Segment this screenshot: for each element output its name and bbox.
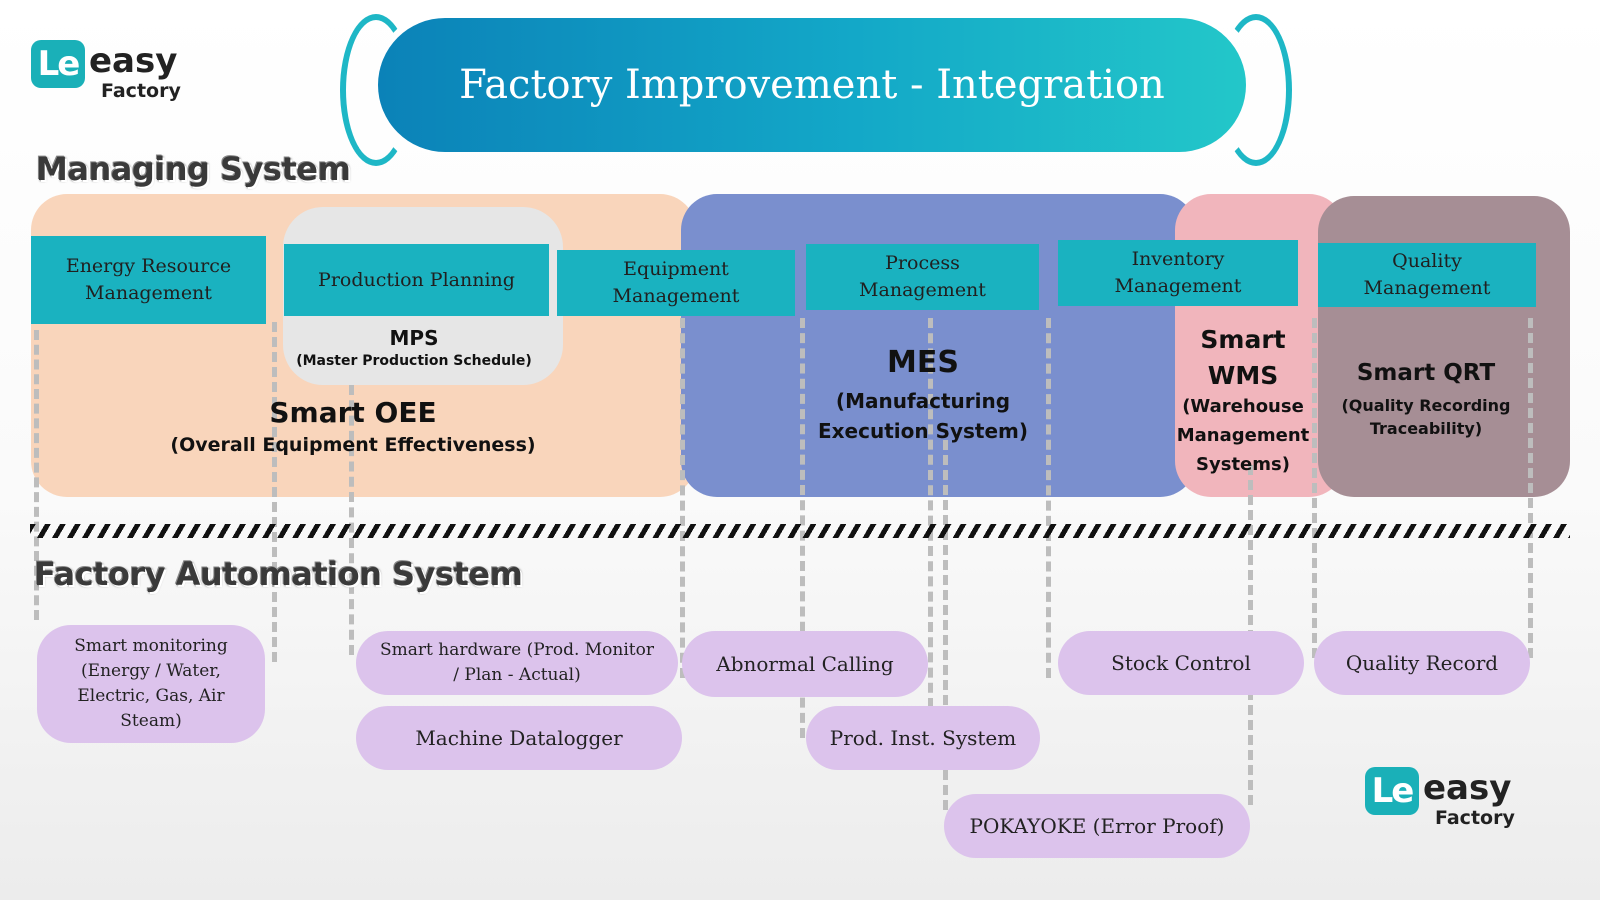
- logo-sub: Factory: [101, 80, 181, 102]
- logo-mark: Le: [31, 40, 85, 88]
- oee-subtitle: (Overall Equipment Effectiveness): [170, 434, 536, 456]
- connector-line: [1312, 318, 1317, 658]
- section-title-managing: Managing System: [36, 150, 351, 188]
- wms-subtitle: (Warehouse Management Systems): [1176, 396, 1310, 475]
- header-inventory: Inventory Management: [1058, 240, 1298, 306]
- connector-line: [349, 385, 354, 655]
- mps-subtitle: (Master Production Schedule): [296, 353, 532, 369]
- pill-smart-hardware: Smart hardware (Prod. Monitor / Plan - A…: [356, 631, 678, 695]
- pill-quality-record: Quality Record: [1314, 631, 1530, 695]
- connector-line: [272, 322, 277, 662]
- wms-title: Smart WMS: [1200, 325, 1286, 390]
- connector-line: [680, 318, 685, 678]
- pill-smart-monitoring: Smart monitoring (Energy / Water, Electr…: [37, 625, 265, 743]
- logo-mark: Le: [1365, 767, 1419, 815]
- pill-machine-datalogger: Machine Datalogger: [356, 706, 682, 770]
- logo-bottom: Le easy Factory: [1365, 767, 1525, 837]
- title-banner: Factory Improvement - Integration: [378, 18, 1246, 152]
- mes-subtitle: (Manufacturing Execution System): [817, 389, 1029, 443]
- section-title-automation: Factory Automation System: [34, 555, 523, 593]
- header-quality: Quality Management: [1318, 243, 1536, 307]
- system-divider: [30, 524, 1570, 538]
- pill-stock-control: Stock Control: [1058, 631, 1304, 695]
- header-process: Process Management: [806, 244, 1039, 310]
- mps-title: MPS: [389, 326, 439, 350]
- logo-sub: Factory: [1435, 807, 1515, 829]
- connector-line: [943, 440, 948, 810]
- logo-word: easy: [1423, 768, 1512, 808]
- header-equipment: Equipment Management: [557, 250, 795, 316]
- pill-pokayoke: POKAYOKE (Error Proof): [944, 794, 1250, 858]
- pill-prod-inst-system: Prod. Inst. System: [806, 706, 1040, 770]
- header-energy-resource: Energy Resource Management: [31, 236, 266, 324]
- title-bracket-right: [1220, 14, 1292, 166]
- pill-abnormal-calling: Abnormal Calling: [682, 631, 928, 697]
- qrt-title: Smart QRT: [1356, 360, 1496, 386]
- connector-line: [1046, 318, 1051, 678]
- mes-title: MES: [887, 345, 959, 380]
- connector-line: [34, 330, 39, 620]
- connector-line: [928, 318, 933, 708]
- qrt-subtitle: (Quality Recording Traceability): [1341, 396, 1511, 438]
- page-title: Factory Improvement - Integration: [459, 62, 1165, 108]
- header-production-planning: Production Planning: [284, 244, 549, 316]
- logo-top: Le easy Factory: [31, 40, 191, 110]
- oee-title: Smart OEE: [269, 396, 437, 429]
- logo-word: easy: [89, 41, 178, 81]
- connector-line: [1528, 318, 1533, 658]
- title-bracket-left: [340, 14, 412, 166]
